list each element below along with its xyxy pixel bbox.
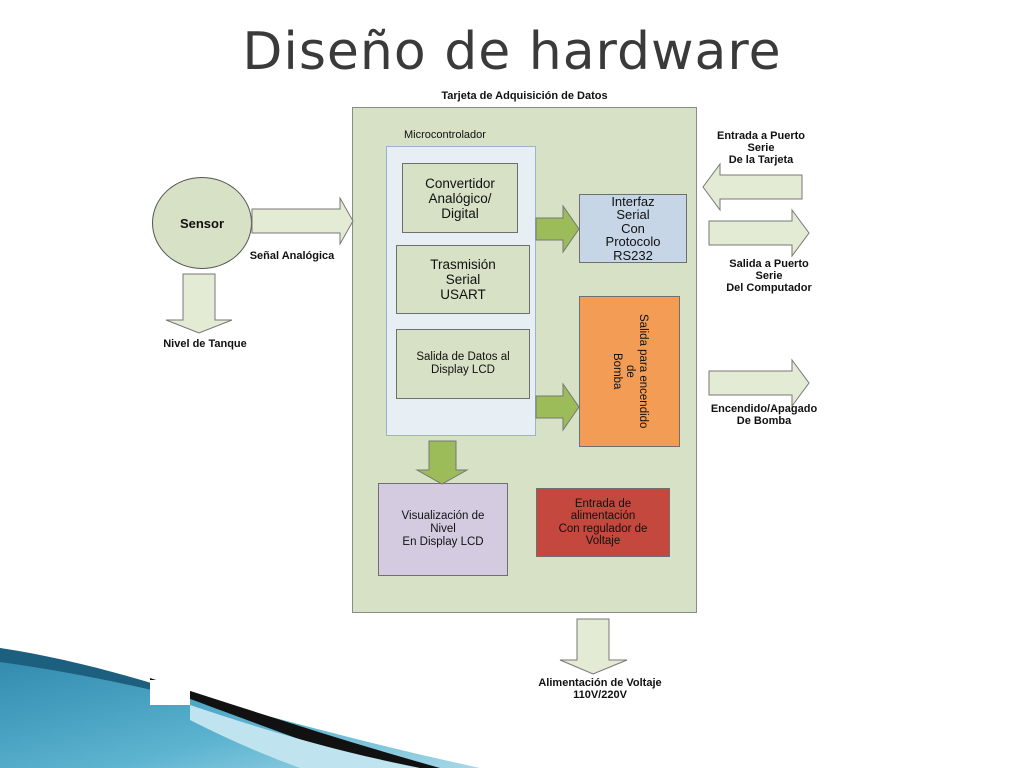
label-tank-level: Nivel de Tanque bbox=[163, 338, 247, 350]
power-text: Entrada de alimentación Con regulador de… bbox=[558, 497, 648, 548]
label-voltage: Alimentación de Voltaje 110V/220V bbox=[538, 677, 662, 701]
arrow-mcu-to-display bbox=[415, 440, 469, 485]
sensor-node: Sensor bbox=[152, 177, 252, 269]
lcd-output-block: Salida de Datos al Display LCD bbox=[396, 329, 530, 399]
pump-output-block: Salida para encendido de Bomba bbox=[579, 296, 680, 447]
label-pump-onoff: Encendido/Apagado De Bomba bbox=[710, 403, 818, 427]
arrow-mcu-to-pump bbox=[535, 382, 580, 432]
usart-block: Trasmisión Serial USART bbox=[396, 245, 530, 314]
microcontroller-label: Microcontrolador bbox=[404, 129, 486, 141]
arrow-voltage bbox=[559, 618, 628, 675]
pump-output-text: Salida para encendido de Bomba bbox=[611, 314, 649, 429]
decorative-swoosh bbox=[0, 648, 480, 768]
arrow-serial-in bbox=[702, 162, 803, 212]
arrow-tank-level bbox=[165, 273, 233, 334]
board-label: Tarjeta de Adquisición de Datos bbox=[441, 90, 608, 102]
label-analog-signal: Señal Analógica bbox=[249, 250, 335, 262]
arrow-pump-onoff bbox=[708, 358, 810, 408]
serial-interface-block: Interfaz Serial Con Protocolo RS232 bbox=[579, 194, 687, 263]
arrow-mcu-to-serial bbox=[535, 204, 580, 254]
label-serial-in: Entrada a Puerto Serie De la Tarjeta bbox=[716, 130, 806, 166]
display-block: Visualización de Nivel En Display LCD bbox=[378, 483, 508, 576]
page-title: Diseño de hardware bbox=[242, 22, 782, 82]
usart-text: Trasmisión Serial USART bbox=[430, 257, 496, 302]
display-text: Visualización de Nivel En Display LCD bbox=[401, 510, 485, 548]
lcd-output-text: Salida de Datos al Display LCD bbox=[416, 351, 510, 376]
arrow-sensor-to-board bbox=[251, 196, 354, 246]
arrow-serial-out bbox=[708, 208, 810, 258]
label-serial-out: Salida a Puerto Serie Del Computador bbox=[726, 258, 812, 294]
sensor-text: Sensor bbox=[179, 215, 225, 231]
serial-interface-text: Interfaz Serial Con Protocolo RS232 bbox=[605, 193, 661, 263]
adc-block: Convertidor Analógico/ Digital bbox=[402, 163, 518, 233]
adc-text: Convertidor Analógico/ Digital bbox=[425, 175, 495, 221]
power-block: Entrada de alimentación Con regulador de… bbox=[536, 488, 670, 557]
